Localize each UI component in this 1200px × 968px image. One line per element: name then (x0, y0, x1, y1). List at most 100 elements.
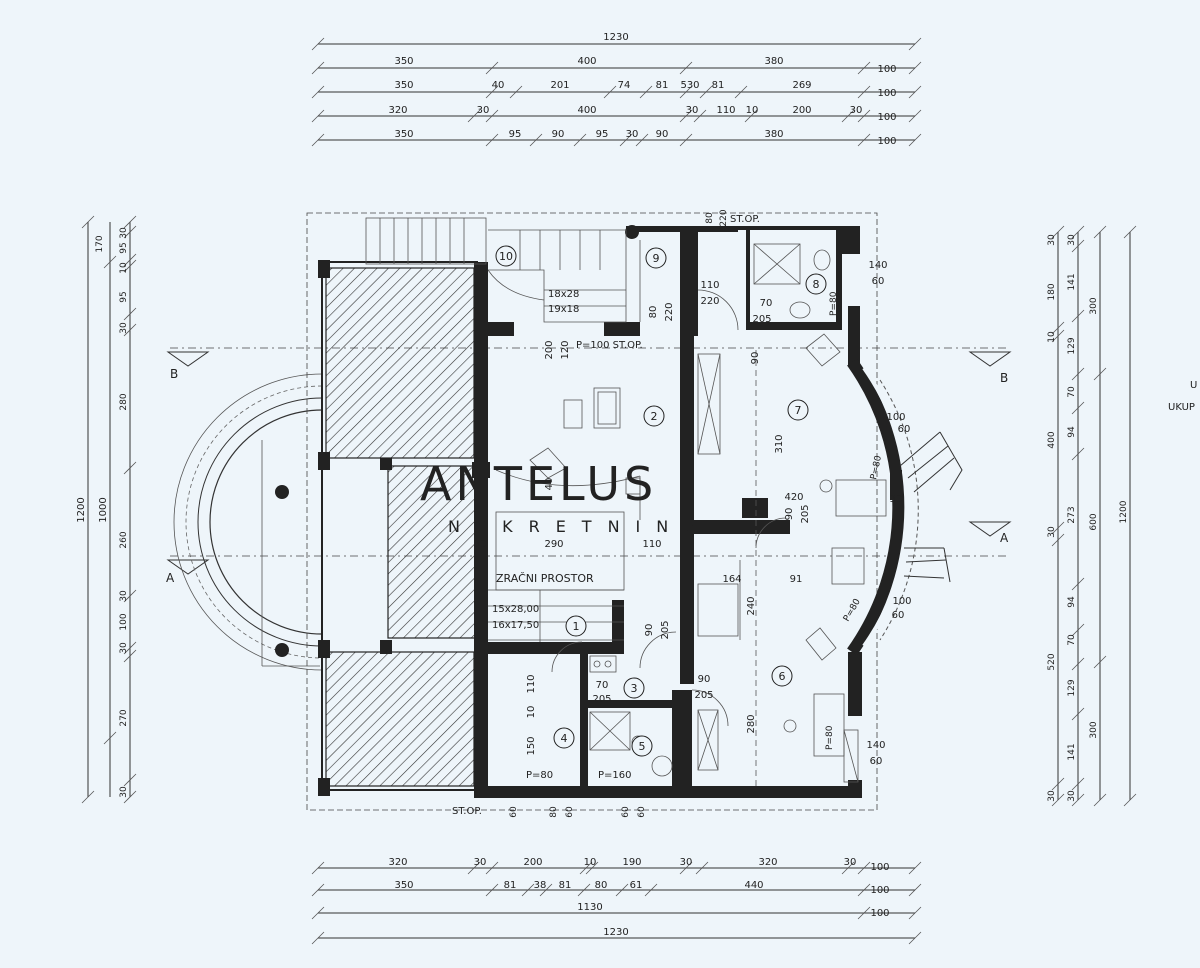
left-dim-inner: 170 (95, 235, 105, 252)
bot-dim-r2: 38 (534, 880, 547, 891)
right-dim-inner: 520 (1047, 653, 1057, 670)
top-dim-r3: 269 (792, 80, 811, 91)
right-dim-inner: 30 (1047, 234, 1057, 246)
bot-dim-r2: 80 (595, 880, 608, 891)
inner-dim: 205 (752, 314, 771, 325)
right-dim-middle: 94 (1067, 596, 1077, 608)
top-dim-r2: 350 (394, 56, 413, 67)
right-dim-middle: 70 (1067, 634, 1077, 646)
room-number-3: 3 (631, 682, 638, 695)
inner-dim: 70 (760, 298, 773, 309)
label-st-op-mid: P=100 ST.OP. (576, 340, 643, 351)
inner-dim: 80 (648, 306, 659, 319)
inner-dim: 205 (592, 694, 611, 705)
inner-dim: 80 (549, 806, 559, 818)
bot-dim-r1: 200 (523, 857, 542, 868)
top-dim-r5: 90 (552, 129, 565, 140)
room-number-1: 1 (573, 620, 580, 633)
top-dim-r4: 400 (577, 105, 596, 116)
inner-dim: 220 (700, 296, 719, 307)
inner-dim: 30 (474, 539, 487, 550)
bot-dim-r1: 30 (474, 857, 487, 868)
top-dim-r4: 30 (686, 105, 699, 116)
inner-dim: 70 (596, 680, 609, 691)
bay-window (847, 358, 963, 656)
right-dim-middle: 30 (1067, 234, 1077, 246)
bot-dim-r1: 320 (388, 857, 407, 868)
walls (472, 225, 862, 798)
inner-dim: 60 (872, 276, 885, 287)
curved-terrace (173, 373, 323, 671)
left-dim-inner: 95 (119, 291, 129, 302)
inner-dim: 40 (544, 478, 555, 491)
inner-dim: 60 (621, 806, 631, 818)
right-dim-inner: 30 (1047, 526, 1057, 538)
right-dim-middle: 30 (1067, 790, 1077, 802)
left-dim-inner: 280 (119, 393, 129, 410)
inner-dim: 60 (509, 806, 519, 818)
bot-dim-r2: 61 (630, 880, 643, 891)
room-number-2: 2 (651, 410, 658, 423)
top-dim-r4: 100 (877, 112, 896, 123)
bot-dim-r2: 350 (394, 880, 413, 891)
top-dim-r4: 30 (477, 105, 490, 116)
label-stair-bot-b: 16x17,50 (492, 620, 539, 631)
inner-dim: 110 (642, 539, 661, 550)
label-stair-top-a: 18x28 (548, 289, 579, 300)
bot-dim-r1: 100 (870, 862, 889, 873)
top-dim-r3: 100 (877, 88, 896, 99)
inner-dim: 90 (750, 352, 761, 365)
right-dim-middle: 129 (1067, 337, 1077, 354)
top-dim-r2: 400 (577, 56, 596, 67)
balconies (318, 260, 478, 796)
left-dim-inner: 260 (119, 531, 129, 548)
right-dim-inner: 180 (1047, 283, 1057, 300)
inner-dim: 205 (694, 690, 713, 701)
left-dim-total: 1200 (76, 497, 87, 522)
label-p80-e: P=80 (526, 770, 553, 781)
top-dim-r3: 350 (394, 80, 413, 91)
inner-dim: 164 (722, 574, 741, 585)
inner-dim: 220 (664, 302, 675, 321)
section-a-left: A (166, 571, 175, 585)
label-stair-top-b: 19x18 (548, 304, 579, 315)
bot-dim-r2: 81 (559, 880, 572, 891)
inner-dim: 60 (898, 424, 911, 435)
left-dim-inner: 100 (119, 613, 129, 630)
top-dim-r3: 81 (712, 80, 725, 91)
room-number-7: 7 (795, 404, 802, 417)
outer-outline (306, 212, 878, 811)
right-dim-inner: 400 (1047, 431, 1057, 448)
room-number-5: 5 (639, 740, 646, 753)
inner-dim: 30 (890, 494, 903, 505)
top-dim-r3: 74 (618, 80, 631, 91)
top-dim-r5: 90 (656, 129, 669, 140)
bot-dim-r1: 320 (758, 857, 777, 868)
right-dim-total: 1200 (1119, 500, 1129, 523)
right-dim-outer: 600 (1089, 513, 1099, 530)
label-p80-d: P=80 (825, 725, 835, 750)
left-dim-inner: 30 (119, 322, 129, 334)
bot-dim-r2: 100 (870, 885, 889, 896)
inner-dim: 110 (526, 674, 537, 693)
bottom-dimension-lines: 320 30 200 10 190 30 320 30 100 350 81 3… (311, 857, 922, 945)
left-dimension-lines: 1200 1000 30 95 170 10 95 30 280 260 30 … (76, 215, 137, 804)
room-number-6: 6 (779, 670, 786, 683)
inner-dim: 290 (544, 539, 563, 550)
label-zracni-prostor: ZRAČNI PROSTOR (496, 572, 594, 585)
bot-dim-r3: 100 (870, 908, 889, 919)
left-dim-inner: 30 (119, 227, 129, 239)
bot-dim-r2: 440 (744, 880, 763, 891)
top-dim-r5: 95 (596, 129, 609, 140)
inner-dim: 220 (719, 209, 729, 226)
inner-dim: 110 (700, 280, 719, 291)
inner-dim: 60 (892, 610, 905, 621)
top-dim-r5: 30 (626, 129, 639, 140)
watermark-main: ANTELUS (420, 457, 657, 511)
top-dim-r3: 81 (656, 80, 669, 91)
inner-dim: 310 (774, 434, 785, 453)
inner-dimensions: 290 110 40 30 200 120 310 420 90 205 164… (474, 209, 912, 818)
left-dim-inner: 10 (119, 262, 129, 274)
top-dim-r2: 380 (764, 56, 783, 67)
top-dim-r3: 40 (492, 80, 505, 91)
